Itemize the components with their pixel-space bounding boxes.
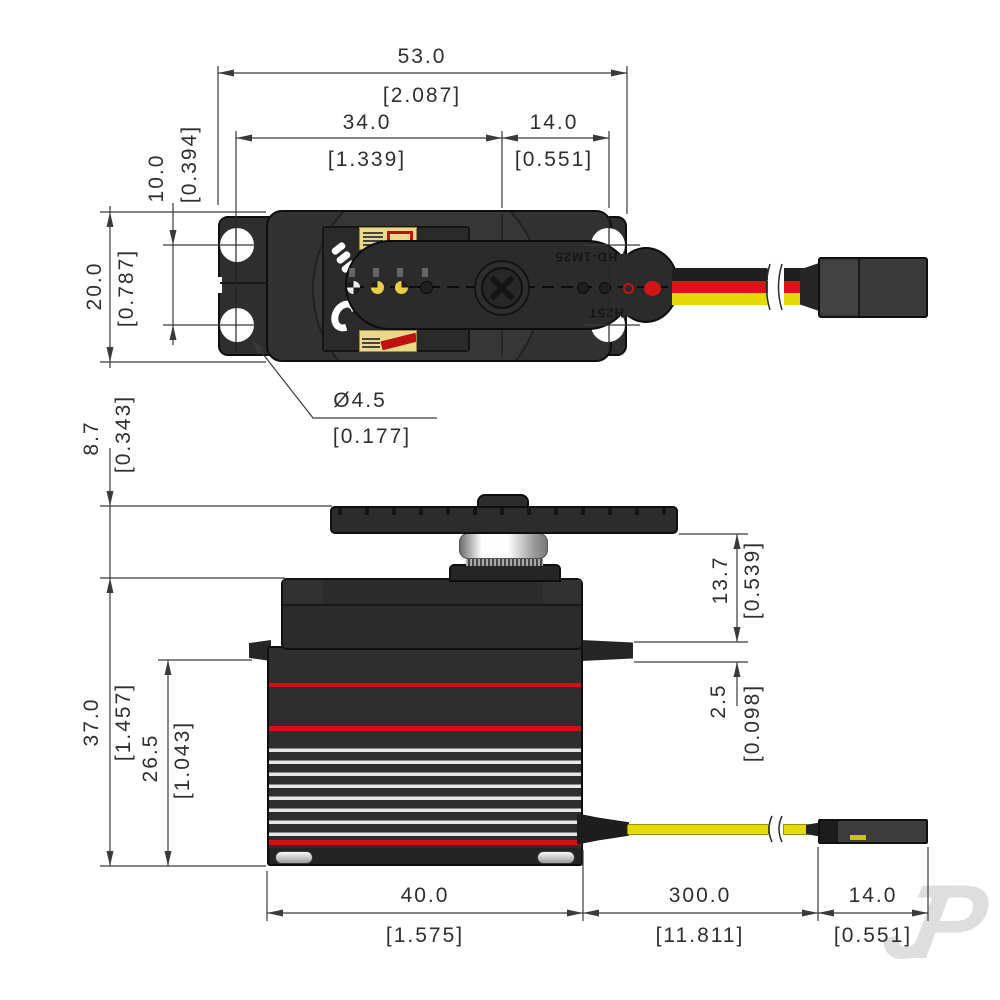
horn-hole-2 bbox=[371, 281, 384, 294]
foot-left bbox=[275, 851, 313, 864]
aluminum-collar bbox=[459, 533, 548, 559]
horn-hole-red-ring bbox=[623, 283, 634, 294]
connector-yellow-dash bbox=[850, 835, 866, 840]
dim-case-height-mm: 37.0 bbox=[80, 697, 103, 747]
dim-total-width-mm: 53.0 bbox=[397, 45, 447, 68]
horn-hole-6 bbox=[599, 282, 611, 294]
warning-sticker-bottom bbox=[359, 330, 417, 352]
side-wire-yellow bbox=[627, 824, 769, 835]
body-base-strip bbox=[269, 848, 581, 864]
lid-chamfer-line bbox=[283, 604, 581, 606]
dim-shaft-height-mm: 13.7 bbox=[709, 555, 732, 605]
horn-hole-5 bbox=[577, 282, 589, 294]
mount-hole-top-left bbox=[220, 228, 254, 262]
red-stripe-2 bbox=[269, 726, 581, 731]
dim-hole-diameter-inch: [0.177] bbox=[332, 425, 412, 448]
dim-horn-height-mm: 8.7 bbox=[80, 420, 103, 456]
wire-boot-plan bbox=[800, 262, 822, 312]
dim-right-width-mm: 14.0 bbox=[529, 111, 579, 134]
horn-hole-4 bbox=[420, 281, 433, 294]
ext-tab-right bbox=[634, 641, 748, 663]
dim-shaft-height-inch: [0.539] bbox=[741, 540, 764, 620]
dim-cable-length-inch: [11.811] bbox=[655, 924, 745, 947]
hole-number-mark bbox=[397, 268, 403, 277]
dim-right-width-inch: [0.551] bbox=[514, 148, 594, 171]
horn-hole-1 bbox=[347, 281, 360, 294]
spline-knurl bbox=[466, 558, 543, 566]
dim-lower-height-mm: 26.5 bbox=[139, 733, 162, 783]
side-tab-left bbox=[249, 640, 271, 661]
horn-screw bbox=[481, 267, 523, 309]
dim-body-depth-inch: [0.787] bbox=[115, 248, 138, 328]
hole-number-mark bbox=[373, 268, 379, 277]
dim-horn-height-inch: [0.343] bbox=[112, 394, 135, 474]
servo-horn-side bbox=[330, 506, 678, 534]
wire-red bbox=[672, 281, 768, 293]
dim-total-width-inch: [2.087] bbox=[382, 84, 462, 107]
sticker-red-stripe bbox=[380, 332, 416, 351]
lid-step-left bbox=[283, 580, 323, 604]
sticker-barcode-marks-2 bbox=[362, 336, 380, 348]
lid-step-right bbox=[543, 580, 581, 604]
connector-side bbox=[818, 819, 928, 844]
horn-spline-marking: H25T bbox=[588, 305, 624, 321]
dim-tab-thickness-mm: 2.5 bbox=[707, 683, 730, 719]
tab-edge-notch bbox=[216, 277, 222, 293]
dim-hole-pitch-inch: [0.394] bbox=[178, 124, 201, 204]
dim-left-width-mm: 34.0 bbox=[342, 111, 392, 134]
heatsink-fins bbox=[269, 740, 581, 836]
foot-right bbox=[537, 851, 575, 864]
dim-connector-length-inch: [0.551] bbox=[833, 924, 913, 947]
horn-hole-3 bbox=[395, 281, 408, 294]
mount-hole-bottom-left bbox=[220, 308, 254, 342]
connector-seam bbox=[858, 259, 860, 316]
dim-body-depth-mm: 20.0 bbox=[83, 261, 106, 311]
horn-red-dot bbox=[644, 281, 661, 296]
dim-cable-length-mm: 300.0 bbox=[668, 884, 732, 907]
dim-case-width-mm: 40.0 bbox=[400, 884, 450, 907]
wire-yellow bbox=[672, 293, 768, 305]
hub-mount bbox=[449, 564, 561, 582]
connector-plan bbox=[818, 257, 928, 318]
connector-side-cap bbox=[820, 821, 838, 842]
dim-hole-pitch-mm: 10.0 bbox=[145, 153, 168, 203]
horn-edge-ticks bbox=[338, 508, 674, 515]
hole-number-mark bbox=[422, 268, 428, 277]
side-lid bbox=[281, 578, 583, 650]
dim-tab-thickness-inch: [0.098] bbox=[741, 683, 764, 763]
side-body bbox=[267, 646, 583, 866]
dim-left-width-inch: [1.339] bbox=[327, 148, 407, 171]
hole-number-mark bbox=[349, 268, 355, 277]
dim-case-height-inch: [1.457] bbox=[112, 682, 135, 762]
horn-model-marking: HD-1M25 bbox=[554, 249, 618, 265]
red-stripe-3 bbox=[269, 840, 581, 845]
dim-hole-diameter-mm: Ø4.5 bbox=[333, 389, 387, 412]
dim-lower-height-inch: [1.043] bbox=[171, 720, 194, 800]
side-tab-right bbox=[581, 640, 633, 661]
wire-black bbox=[672, 268, 768, 281]
cable-break-plan bbox=[765, 263, 783, 311]
tab-groove bbox=[220, 282, 266, 284]
dim-connector-length-mm: 14.0 bbox=[848, 884, 898, 907]
red-stripe-1 bbox=[269, 683, 581, 687]
connector-collar bbox=[820, 261, 858, 314]
dim-case-width-inch: [1.575] bbox=[385, 924, 465, 947]
cable-break-side bbox=[768, 815, 783, 843]
cable-gland bbox=[577, 813, 629, 845]
